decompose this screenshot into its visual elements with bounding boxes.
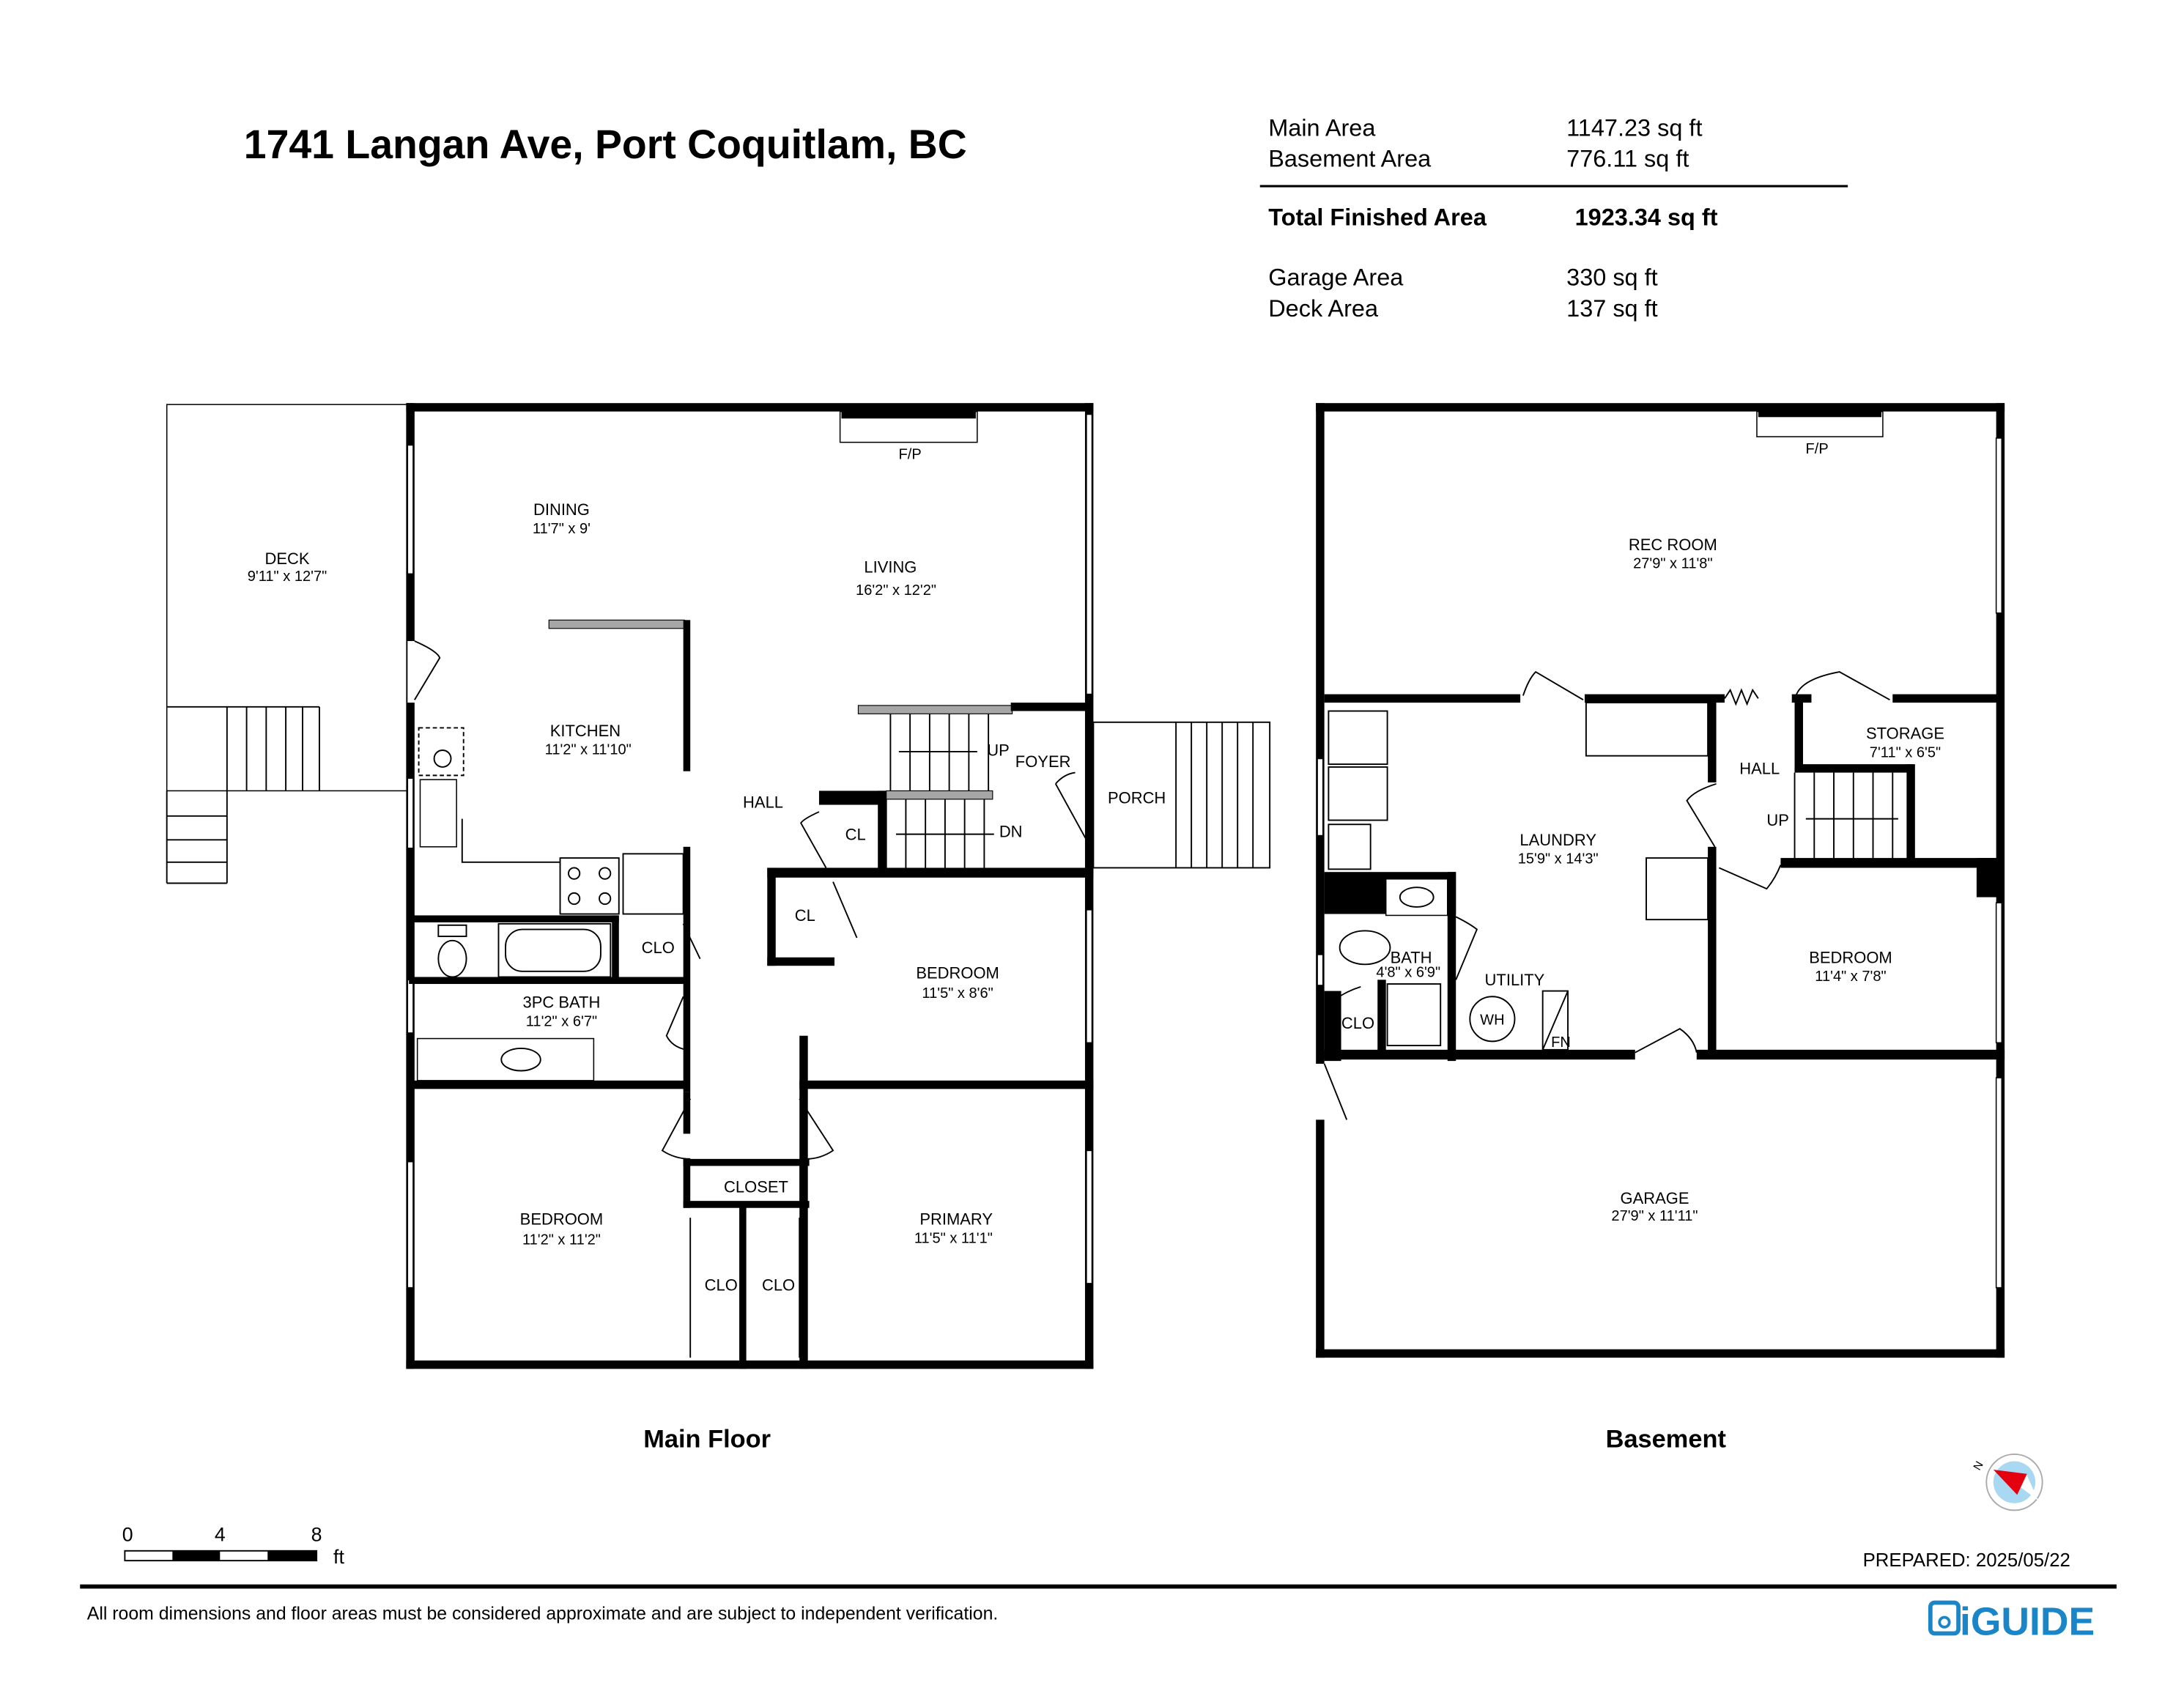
logo-text: iGUIDE	[1960, 1600, 2095, 1643]
rec-room-dim: 27'9" x 11'8"	[1633, 556, 1712, 572]
main-bath-dim: 11'2" x 6'7"	[526, 1013, 597, 1029]
bedroom1-dim: 11'5" x 8'6"	[922, 985, 993, 1002]
main-floor-plan: F/P	[166, 403, 1271, 1453]
scale-tick-0: 0	[122, 1523, 133, 1545]
iguide-logo: iGUIDE	[1928, 1600, 2095, 1643]
scale-tick-4: 4	[215, 1523, 226, 1545]
rec-room-name: REC ROOM	[1629, 536, 1717, 554]
closet-cl2-label: CL	[795, 906, 815, 925]
main-floor-caption: Main Floor	[643, 1425, 771, 1453]
garage-area-value: 330 sq ft	[1566, 264, 1658, 291]
stairs-up-label: UP	[987, 741, 1010, 760]
basement-bath-name: BATH	[1391, 948, 1432, 966]
garage-dim: 27'9" x 11'11"	[1611, 1208, 1698, 1224]
garage-name: GARAGE	[1620, 1189, 1689, 1207]
closet-cl-label: CL	[845, 825, 866, 843]
hall-label: HALL	[743, 793, 783, 811]
bath-clo-label: CLO	[642, 939, 675, 957]
basement-clo-label: CLO	[1341, 1014, 1374, 1032]
main-area-label: Main Area	[1268, 114, 1376, 141]
scale-unit: ft	[333, 1546, 344, 1568]
prepared-date: PREPARED: 2025/05/22	[1863, 1550, 2070, 1571]
furnace-label: FN	[1551, 1034, 1571, 1051]
bedroom2-dim: 11'2" x 11'2"	[522, 1232, 601, 1248]
living-dim: 16'2" x 12'2"	[856, 582, 936, 599]
utility-label: UTILITY	[1485, 971, 1545, 989]
deck-name: DECK	[264, 549, 309, 568]
basement-bath-dim: 4'8" x 6'9"	[1376, 964, 1440, 980]
porch-label: PORCH	[1108, 789, 1166, 807]
area-summary: Main Area 1147.23 sq ft Basement Area 77…	[1259, 114, 1848, 322]
basement-area-label: Basement Area	[1268, 145, 1432, 171]
foyer-label: FOYER	[1015, 752, 1071, 771]
living-name: LIVING	[864, 558, 917, 576]
deck-dim: 9'11" x 12'7"	[248, 569, 327, 585]
basement-fp-label: F/P	[1806, 441, 1829, 457]
storage-name: STORAGE	[1866, 725, 1944, 743]
clo-left-label: CLO	[705, 1276, 738, 1294]
laundry-dim: 15'9" x 14'3"	[1518, 851, 1599, 867]
footer-rule	[80, 1584, 2117, 1589]
basement-hall-label: HALL	[1739, 759, 1780, 777]
basement-area-value: 776.11 sq ft	[1566, 145, 1689, 171]
bedroom1-name: BEDROOM	[916, 963, 999, 982]
total-area-value: 1923.34 sq ft	[1575, 204, 1718, 231]
basement-bedroom-dim: 11'4" x 7'8"	[1815, 969, 1886, 985]
laundry-name: LAUNDRY	[1519, 831, 1596, 849]
main-bath-name: 3PC BATH	[523, 993, 601, 1012]
stairs-down-label: DN	[999, 822, 1023, 840]
kitchen-name: KITCHEN	[550, 722, 621, 740]
main-area-value: 1147.23 sq ft	[1566, 114, 1702, 141]
porch-stairs	[1092, 721, 1271, 869]
disclaimer: All room dimensions and floor areas must…	[87, 1604, 999, 1624]
storage-dim: 7'11" x 6'5"	[1870, 745, 1941, 761]
primary-dim: 11'5" x 11'1"	[914, 1230, 993, 1246]
deck-area-value: 137 sq ft	[1566, 295, 1658, 322]
property-address: 1741 Langan Ave, Port Coquitlam, BC	[244, 122, 967, 167]
dining-name: DINING	[533, 500, 590, 519]
basement-caption: Basement	[1606, 1425, 1727, 1453]
primary-name: PRIMARY	[919, 1210, 993, 1229]
total-area-label: Total Finished Area	[1268, 204, 1487, 231]
bedroom2-name: BEDROOM	[520, 1210, 604, 1229]
basement-plan: F/P	[1316, 403, 2005, 1453]
basement-up-label: UP	[1766, 811, 1789, 829]
north-compass-icon: N	[1971, 1454, 2043, 1511]
deck-area-label: Deck Area	[1268, 295, 1379, 322]
clo-right-label: CLO	[762, 1276, 795, 1294]
water-heater-label: WH	[1480, 1012, 1504, 1028]
deck-outline	[166, 404, 410, 792]
dining-dim: 11'7" x 9'	[533, 521, 591, 537]
main-fp-label: F/P	[899, 447, 922, 463]
scale-bar: 0 4 8 ft	[122, 1523, 345, 1568]
scale-tick-8: 8	[311, 1523, 322, 1545]
closet-label: CLOSET	[724, 1178, 788, 1196]
deck-stairs	[166, 706, 320, 884]
compass-n: N	[1971, 1459, 1985, 1473]
kitchen-dim: 11'2" x 11'10"	[545, 742, 632, 758]
basement-bedroom-name: BEDROOM	[1809, 948, 1892, 966]
garage-area-label: Garage Area	[1268, 264, 1404, 291]
